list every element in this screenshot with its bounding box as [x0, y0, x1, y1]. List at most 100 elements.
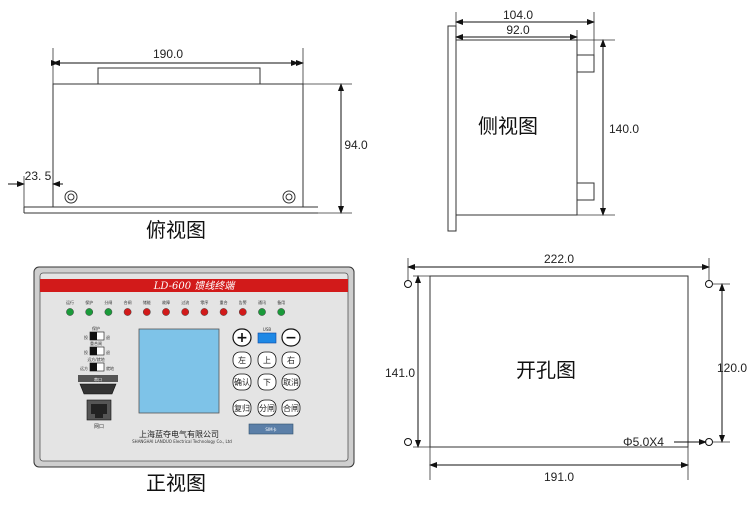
indicator-label-1: 保护	[85, 299, 93, 305]
switch-reclose-off-label: 退	[106, 349, 110, 355]
usb-label: USB	[263, 327, 271, 332]
switch-protection-off-label: 退	[106, 334, 110, 340]
key-label-4: 右	[287, 355, 295, 365]
top-view-offset-label: 23. 5	[25, 169, 52, 183]
indicator-led-7	[200, 308, 209, 316]
cutout-hole-spec: Φ5.0X4	[623, 435, 664, 449]
top-view-width-label: 190.0	[153, 47, 183, 61]
top-view-height-label: 94.0	[344, 138, 368, 152]
switch-protection-on-label: 投	[84, 334, 88, 340]
side-view: 104.0 92.0 140.0 侧视图	[447, 8, 639, 232]
key-2[interactable]: 左	[232, 351, 252, 369]
side-view-front-plate	[447, 25, 457, 232]
indicator-label-10: 通讯	[258, 299, 266, 305]
company-name-en: SHANGHAI LANDUO Electrical Technology Co…	[132, 439, 232, 444]
indicator-label-2: 分闸	[104, 299, 112, 305]
front-view: LD-600 馈线终端 运行保护分闸合闸储能故障过流零序重合告警通讯备用 保护 …	[33, 266, 355, 495]
front-view-title-bar	[40, 279, 348, 292]
network-port-label: 网口	[94, 424, 104, 430]
mount-hole-tl	[404, 280, 412, 288]
key-9[interactable]: 分闸	[257, 399, 277, 417]
indicator-led-11	[277, 308, 286, 316]
indicator-led-0	[66, 308, 74, 316]
side-view-body	[455, 39, 578, 216]
key-7[interactable]: 取消	[281, 373, 301, 391]
indicator-label-5: 故障	[162, 299, 170, 305]
side-view-height-label: 140.0	[609, 122, 639, 136]
indicator-led-8	[219, 308, 228, 316]
key-label-2: 左	[238, 355, 246, 365]
company-name-cn: 上海蓝夺电气有限公司	[139, 429, 219, 439]
indicator-label-3: 合闸	[124, 299, 132, 305]
switch-remote-local-label: 远方/就地	[87, 356, 104, 362]
mount-hole-bl	[404, 438, 412, 446]
side-view-inner-depth-label: 92.0	[506, 23, 530, 37]
key-3[interactable]: 上	[257, 351, 277, 369]
switch-reclose[interactable]: 重合闸 投 退	[84, 340, 110, 356]
indicator-label-9: 告警	[239, 299, 247, 305]
indicator-led-3	[123, 308, 132, 316]
key-6[interactable]: 下	[257, 373, 277, 391]
switch-remote-label: 远方	[80, 365, 88, 371]
indicator-led-6	[181, 308, 190, 316]
switch-protection-label: 保护	[92, 325, 100, 331]
key-0[interactable]: +	[232, 328, 252, 347]
indicator-label-8: 重合	[220, 299, 228, 305]
serial-port-label: 串口	[94, 376, 102, 382]
key-label-0: +	[236, 330, 248, 346]
indicator-label-7: 零序	[200, 299, 208, 305]
switch-protection[interactable]: 保护 投 退	[84, 325, 110, 341]
side-view-depth-label: 104.0	[503, 8, 533, 22]
switch-remote-local[interactable]: 远方/就地 远方 就地	[80, 356, 114, 372]
top-view-connector	[97, 67, 261, 85]
key-label-5: 确认	[234, 377, 250, 387]
key-label-8: 复归	[234, 403, 250, 413]
cutout-width-label: 222.0	[544, 252, 574, 266]
side-view-terminal-bottom	[576, 182, 595, 201]
mount-hole-tr	[705, 280, 713, 288]
front-view-caption: 正视图	[146, 471, 206, 495]
keypad: + − 左 上右确认 下 取消复归分闸合闸	[232, 328, 301, 417]
cutout-rectangle	[429, 275, 689, 448]
indicator-led-2	[104, 308, 113, 316]
key-label-1: −	[285, 330, 297, 346]
indicator-row: 运行 保护 分闸 合闸 储能 故障 过流 零序 重合 告警 通讯 备用	[66, 299, 285, 316]
top-view-body	[52, 83, 304, 208]
serial-port-label-bar	[78, 375, 118, 382]
switch-local-label: 就地	[106, 365, 114, 371]
indicator-label-0: 运行	[66, 299, 74, 305]
mount-hole-br	[705, 438, 713, 446]
usb-port[interactable]	[257, 332, 277, 344]
indicator-led-9	[238, 308, 247, 316]
indicator-led-1	[85, 308, 94, 316]
top-view: 190.0 94.0 23. 5 俯视图	[8, 47, 368, 242]
indicator-label-4: 储能	[143, 299, 151, 305]
cutout-view: 222.0 141.0 120.0 191.0 Φ5.0X4 开孔图	[385, 252, 747, 484]
sim-slot[interactable]	[248, 423, 294, 435]
side-view-caption: 侧视图	[478, 114, 538, 138]
indicator-led-4	[142, 308, 151, 316]
lcd-screen	[138, 328, 220, 414]
key-label-10: 合闸	[283, 403, 299, 413]
key-4[interactable]: 右	[281, 351, 301, 369]
key-label-9: 分闸	[259, 404, 275, 413]
front-view-product-title: LD-600 馈线终端	[153, 280, 236, 292]
key-label-6: 下	[263, 378, 271, 387]
side-view-terminal-top	[576, 54, 595, 73]
indicator-label-11: 备用	[277, 299, 285, 305]
serial-port[interactable]	[79, 383, 117, 395]
switch-reclose-on-label: 投	[84, 349, 88, 355]
cutout-hole-width-label: 191.0	[544, 470, 574, 484]
top-view-caption: 俯视图	[146, 218, 206, 242]
key-label-7: 取消	[283, 377, 299, 387]
cutout-view-caption: 开孔图	[516, 358, 576, 382]
key-1[interactable]: −	[281, 328, 301, 347]
cutout-hole-height-label: 120.0	[717, 361, 747, 375]
key-8[interactable]: 复归	[232, 399, 252, 417]
indicator-label-6: 过流	[181, 299, 189, 305]
sim-label: SIM卡	[265, 426, 276, 432]
key-5[interactable]: 确认	[232, 373, 252, 391]
key-10[interactable]: 合闸	[281, 399, 301, 417]
switch-reclose-label: 重合闸	[90, 340, 102, 346]
